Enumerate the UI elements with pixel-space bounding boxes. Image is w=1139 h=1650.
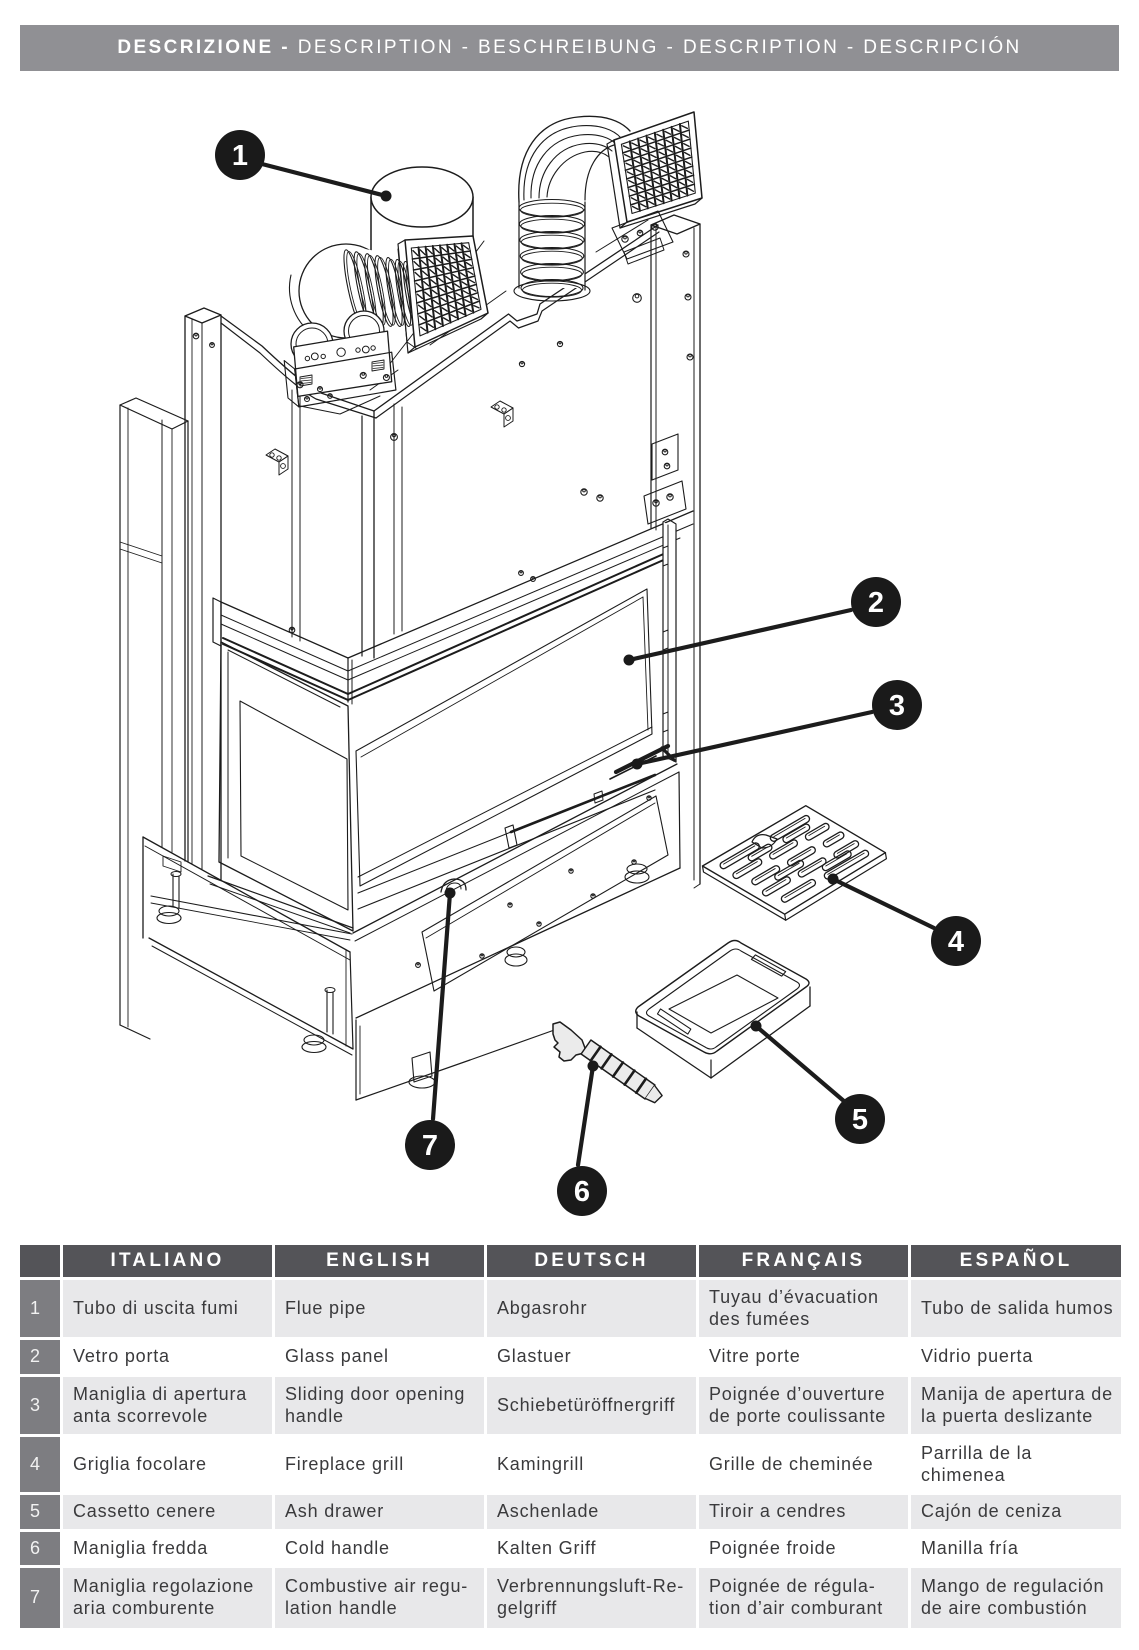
svg-text:3: 3 bbox=[889, 690, 905, 722]
svg-text:1: 1 bbox=[232, 140, 248, 172]
svg-text:7: 7 bbox=[422, 1130, 438, 1162]
svg-text:5: 5 bbox=[852, 1104, 868, 1136]
svg-text:6: 6 bbox=[574, 1176, 590, 1208]
svg-text:2: 2 bbox=[868, 587, 884, 619]
svg-text:4: 4 bbox=[948, 926, 964, 958]
